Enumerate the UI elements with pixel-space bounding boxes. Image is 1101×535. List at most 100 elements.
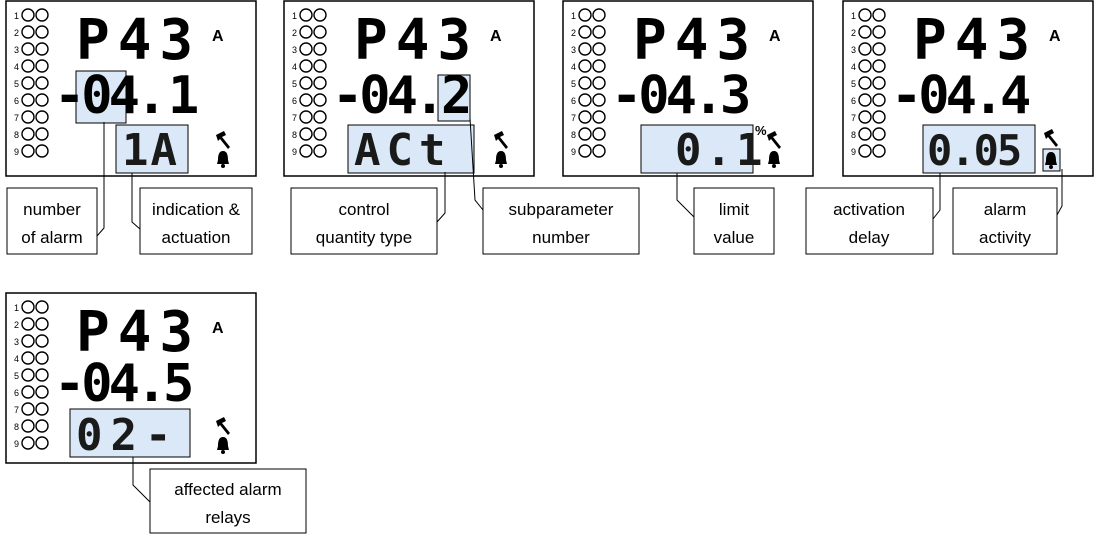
- led-indicator: [21, 76, 35, 90]
- led-row: 7: [14, 402, 49, 416]
- led-indicator: [578, 144, 592, 158]
- led-indicator: [313, 25, 327, 39]
- led-number: 2: [14, 28, 19, 38]
- led-row: 9: [571, 144, 606, 158]
- led-indicator: [21, 127, 35, 141]
- led-number: 7: [571, 113, 576, 123]
- led-row: 1: [292, 8, 327, 22]
- led-row: 6: [292, 93, 327, 107]
- callout-line-2: value: [714, 228, 755, 247]
- led-row: 2: [14, 25, 49, 39]
- led-row: 6: [14, 93, 49, 107]
- callout-limit-value: limit value: [693, 187, 775, 255]
- led-number: 9: [14, 147, 19, 157]
- led-row: 9: [14, 436, 49, 450]
- led-row: 8: [292, 127, 327, 141]
- led-indicator: [858, 42, 872, 56]
- led-indicator: [578, 25, 592, 39]
- led-indicator: [872, 76, 886, 90]
- led-indicator: [578, 8, 592, 22]
- led-row: 7: [14, 110, 49, 124]
- led-indicator: [858, 8, 872, 22]
- led-indicator: [35, 436, 49, 450]
- led-number: 5: [851, 79, 856, 89]
- led-number: 1: [851, 11, 856, 21]
- led-indicator: [872, 8, 886, 22]
- led-indicator: [21, 110, 35, 124]
- led-indicator: [21, 59, 35, 73]
- led-row: 6: [14, 385, 49, 399]
- unit-label: A: [490, 28, 502, 45]
- led-number: 8: [14, 422, 19, 432]
- led-indicator: [313, 8, 327, 22]
- wrench-icon: [216, 417, 230, 435]
- led-indicator: [592, 8, 606, 22]
- led-indicator: [299, 144, 313, 158]
- led-indicator: [35, 300, 49, 314]
- led-indicator: [299, 25, 313, 39]
- led-number: 3: [851, 45, 856, 55]
- subparameter-prefix: -04.: [891, 66, 1000, 126]
- led-number: 2: [571, 28, 576, 38]
- parameter-code: P43: [354, 8, 479, 73]
- led-row: 2: [851, 25, 886, 39]
- led-row: 7: [571, 110, 606, 124]
- led-number: 3: [14, 337, 19, 347]
- led-row: 1: [14, 300, 49, 314]
- led-number: 1: [14, 303, 19, 313]
- led-indicator: [35, 25, 49, 39]
- led-row: 8: [14, 127, 49, 141]
- callout-box: [139, 187, 253, 255]
- callout-affected-alarm-relays: affected alarm relays: [149, 468, 307, 534]
- parameter-code: P43: [633, 8, 758, 73]
- led-number: 3: [14, 45, 19, 55]
- led-indicator: [872, 110, 886, 124]
- led-number: 9: [851, 147, 856, 157]
- callout-number-of-alarm: number of alarm: [6, 187, 98, 255]
- value-display: ACt: [354, 125, 451, 176]
- led-row: 3: [292, 42, 327, 56]
- led-number: 4: [14, 62, 19, 72]
- led-indicator: [21, 351, 35, 365]
- callout-box: [149, 468, 307, 534]
- leader-alarm-activity: [1056, 169, 1063, 216]
- led-indicator: [313, 127, 327, 141]
- led-indicator: [35, 402, 49, 416]
- highlight-value-field: [69, 408, 191, 458]
- value-display: 1A: [122, 125, 179, 176]
- led-number: 5: [14, 371, 19, 381]
- subparameter-prefix: -04.: [54, 66, 163, 126]
- led-row: 2: [571, 25, 606, 39]
- callout-line-1: affected alarm: [174, 480, 281, 499]
- led-indicator: [21, 42, 35, 56]
- led-row: 4: [14, 351, 49, 365]
- led-row: 4: [851, 59, 886, 73]
- leader-indication-actuation: [131, 173, 141, 230]
- led-indicator: [21, 25, 35, 39]
- led-number: 8: [292, 130, 297, 140]
- led-indicator: [858, 110, 872, 124]
- callout-box: [693, 187, 775, 255]
- leader-control-quantity-type: [436, 172, 446, 223]
- led-indicator: [313, 42, 327, 56]
- led-indicator: [592, 110, 606, 124]
- wrench-icon: [1044, 129, 1058, 147]
- led-number: 9: [292, 147, 297, 157]
- led-indicator: [578, 127, 592, 141]
- led-indicator: [35, 42, 49, 56]
- leader-number-of-alarm: [96, 122, 105, 237]
- parameter-code: P43: [76, 8, 201, 73]
- callout-line-1: activation: [833, 200, 905, 219]
- led-indicator: [858, 59, 872, 73]
- callout-line-1: alarm: [984, 200, 1027, 219]
- leader-lines: [96, 117, 1063, 503]
- led-number: 7: [292, 113, 297, 123]
- wrench-icon: [216, 131, 230, 149]
- callout-line-2: of alarm: [21, 228, 82, 247]
- led-indicator: [21, 144, 35, 158]
